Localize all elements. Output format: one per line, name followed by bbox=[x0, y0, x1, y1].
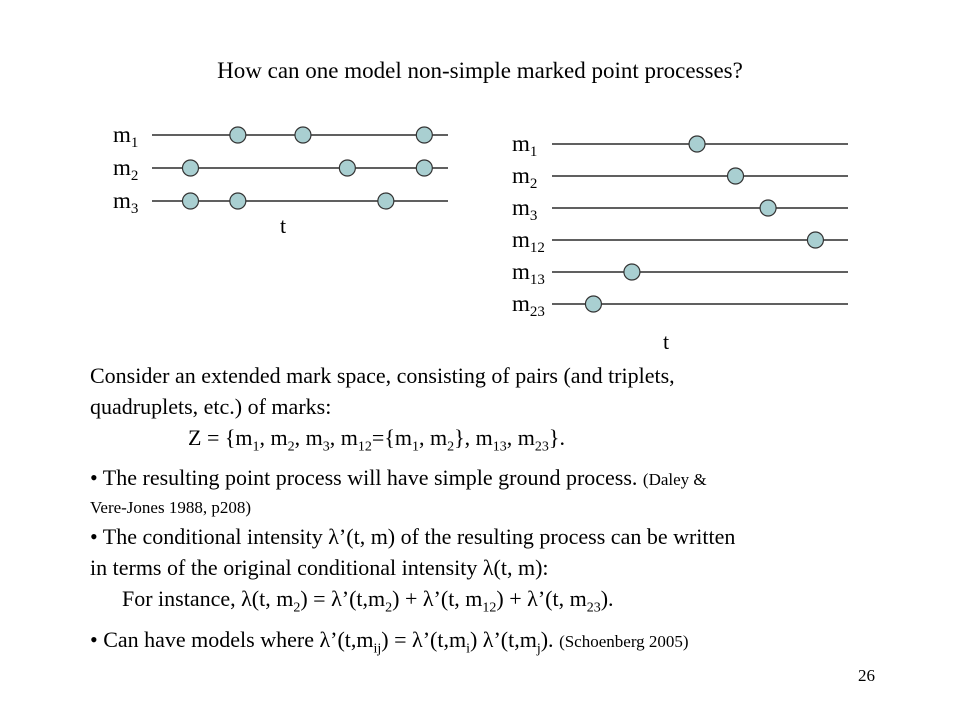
left-figure-event-point bbox=[415, 126, 433, 144]
left-figure-event-point bbox=[415, 159, 433, 177]
left-figure-mark-label: m2 bbox=[113, 155, 138, 184]
left-figure-event-point bbox=[294, 126, 312, 144]
right-figure-event-point bbox=[688, 135, 706, 153]
right-figure-event-point bbox=[759, 199, 777, 217]
right-figure-mark-label: m1 bbox=[512, 131, 537, 160]
bullet-ground-process: • The resulting point process will have … bbox=[90, 465, 707, 491]
citation: (Daley & bbox=[642, 470, 707, 490]
right-figure-time-axis-label: t bbox=[663, 329, 669, 354]
left-figure-event-point bbox=[377, 192, 395, 210]
right-figure-mark-label: m13 bbox=[512, 259, 545, 288]
left-figure-mark-label: m3 bbox=[113, 188, 138, 217]
page-number: 26 bbox=[858, 666, 875, 685]
paragraph-line: in terms of the original conditional int… bbox=[90, 555, 549, 581]
paragraph-line: quadruplets, etc.) of marks: bbox=[90, 394, 332, 419]
right-figure-event-point bbox=[584, 295, 603, 313]
left-figure-mark-label: m1 bbox=[113, 122, 138, 151]
left-figure-event-point bbox=[229, 192, 247, 210]
left-figure-event-point bbox=[181, 159, 200, 177]
left-figure-event-point bbox=[181, 192, 200, 210]
slide-body: Consider an extended mark space, consist… bbox=[90, 360, 910, 664]
slide-title: How can one model non-simple marked poin… bbox=[217, 58, 743, 83]
mark-space-definition: Z = {m1, m2, m3, m12={m1, m2}, m13, m23}… bbox=[188, 425, 565, 455]
citation: (Schoenberg 2005) bbox=[559, 631, 689, 651]
example-equation: For instance, λ(t, m2) = λ’(t,m2) + λ’(t… bbox=[122, 586, 614, 616]
right-figure-mark-label: m12 bbox=[512, 227, 545, 256]
paragraph-line: Consider an extended mark space, consist… bbox=[90, 363, 675, 388]
right-figure-event-point bbox=[806, 231, 825, 249]
right-figure-mark-label: m3 bbox=[512, 195, 537, 224]
right-figure-event-point bbox=[623, 263, 641, 281]
bullet-conditional-intensity: • The conditional intensity λ’(t, m) of … bbox=[90, 524, 736, 550]
point-process-figures: m1 m2 m3 t m1 m2 m3 m12 m13 m23 t bbox=[113, 122, 848, 354]
left-figure-time-axis-label: t bbox=[280, 213, 286, 238]
citation-continued: Vere-Jones 1988, p208) bbox=[90, 498, 251, 518]
right-figure-event-point bbox=[726, 167, 745, 185]
right-figure-mark-label: m23 bbox=[512, 291, 545, 320]
bullet-product-models: • Can have models where λ’(t,mij) = λ’(t… bbox=[90, 626, 689, 657]
left-figure-event-point bbox=[338, 159, 356, 177]
left-figure-event-point bbox=[229, 126, 247, 144]
right-figure-mark-label: m2 bbox=[512, 163, 537, 192]
